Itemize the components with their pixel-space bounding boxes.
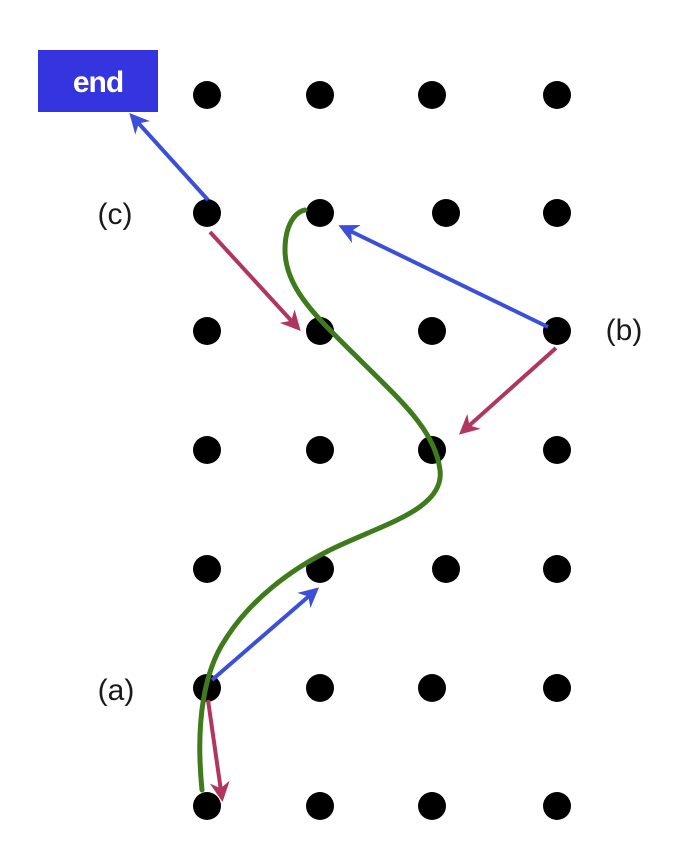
grid-dot-r5-c1 xyxy=(193,555,221,583)
grid-dot-r6-c3 xyxy=(418,674,446,702)
grid-dot-r2-c3 xyxy=(432,199,460,227)
grid-dot-r2-c2 xyxy=(306,199,334,227)
blue-arrow-b xyxy=(338,224,549,329)
label-c: (c) xyxy=(98,198,133,231)
red-arrow-b xyxy=(459,346,558,435)
grid-dot-r5-c3 xyxy=(432,555,460,583)
grid-dot-r4-c2 xyxy=(306,436,334,464)
end-box-label: end xyxy=(73,66,123,99)
grid-dot-r5-c4 xyxy=(543,555,571,583)
grid-dot-r1-c2 xyxy=(306,81,334,109)
grid-dot-r4-c1 xyxy=(193,436,221,464)
grid-dot-r7-c1 xyxy=(193,792,221,820)
grid-dot-r3-c1 xyxy=(193,317,221,345)
grid-dot-r7-c2 xyxy=(306,792,334,820)
red-arrow-a xyxy=(206,699,230,802)
end-box-background xyxy=(38,50,158,112)
grid-dot-r7-c4 xyxy=(543,792,571,820)
blue-arrow-a xyxy=(210,587,320,682)
grid-dot-r6-c4 xyxy=(543,674,571,702)
grid-dot-r1-c1 xyxy=(193,81,221,109)
end-box: end xyxy=(38,50,158,112)
grid-dot-r3-c4 xyxy=(543,317,571,345)
label-b: (b) xyxy=(606,314,643,347)
trajectory-curve xyxy=(197,207,443,793)
grid-dot-r1-c3 xyxy=(418,81,446,109)
grid-dot-r7-c3 xyxy=(418,792,446,820)
grid-dot-r6-c2 xyxy=(306,674,334,702)
label-a: (a) xyxy=(98,674,135,707)
grid-dot-r1-c4 xyxy=(543,81,571,109)
dot-grid xyxy=(193,81,571,820)
grid-dot-r4-c4 xyxy=(543,436,571,464)
grid-dot-r2-c1 xyxy=(193,199,221,227)
blue-arrow-c xyxy=(129,113,210,202)
grid-dot-r3-c3 xyxy=(418,317,446,345)
red-arrow-c xyxy=(208,230,301,331)
grid-dot-r2-c4 xyxy=(543,199,571,227)
grid-dot-r5-c2 xyxy=(306,555,334,583)
